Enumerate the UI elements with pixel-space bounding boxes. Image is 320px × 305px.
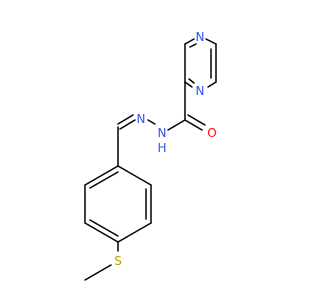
bond-b4-b5-inner xyxy=(89,219,119,237)
bond-carbonyl-o-1 xyxy=(184,119,203,131)
bond-n4-c5 xyxy=(205,38,217,45)
bond-b6-b1-inner xyxy=(89,171,119,189)
bond-n-ch xyxy=(119,119,136,130)
hydrazone-linker xyxy=(117,114,156,167)
atom-label-amide-n: N xyxy=(158,126,167,140)
bond-c6-n1 xyxy=(207,81,217,88)
bond-carbonyl-nh xyxy=(167,119,186,131)
bond-nh-n xyxy=(147,119,156,125)
atom-label-pyrazine-n1: N xyxy=(196,84,205,98)
bond-b1-b2 xyxy=(117,165,152,186)
atom-label-carbonyl-o: O xyxy=(207,126,216,140)
bond-b6-b1 xyxy=(84,165,119,186)
bond-carbonyl-o-2 xyxy=(187,114,206,126)
thioether-group xyxy=(84,241,119,281)
bond-s-methyl xyxy=(84,264,112,281)
bond-c3-n4 xyxy=(184,38,195,45)
bond-n-ch-double xyxy=(117,114,134,125)
molecule-canvas: N N O N H N S xyxy=(84,30,217,281)
benzene-ring xyxy=(84,165,152,243)
bond-b3-b4 xyxy=(117,222,152,243)
bond-c3-n4-inner xyxy=(189,43,197,48)
bond-n1-c2-inner xyxy=(188,78,195,84)
atom-label-amide-h: H xyxy=(157,141,166,155)
amide-group xyxy=(167,81,206,131)
molecule-structure: N N O N H N S xyxy=(84,30,217,281)
bond-b4-b5 xyxy=(84,222,119,243)
atom-label-imine-n: N xyxy=(137,112,146,126)
atom-label-sulfur: S xyxy=(114,254,122,268)
pyrazine-ring xyxy=(184,38,217,88)
atom-label-pyrazine-n4: N xyxy=(196,30,205,44)
bond-n1-c2 xyxy=(184,81,193,88)
